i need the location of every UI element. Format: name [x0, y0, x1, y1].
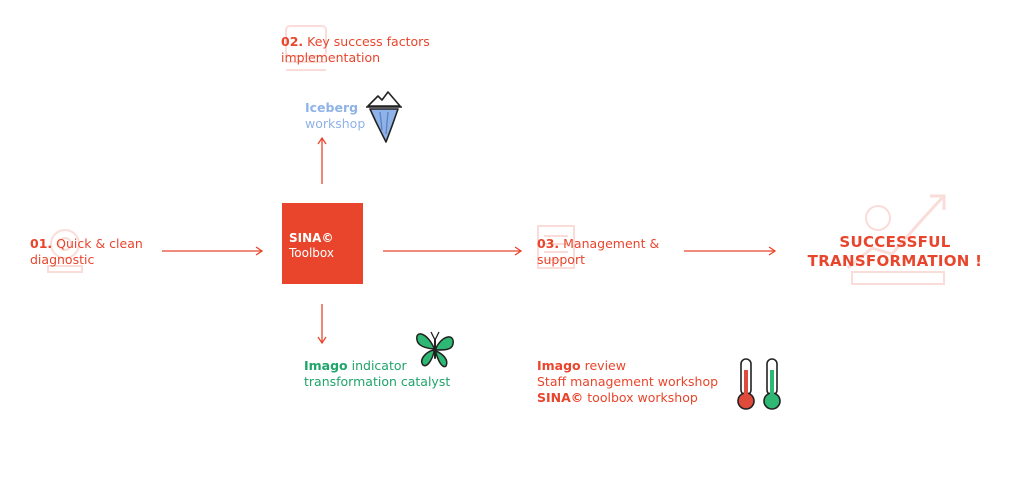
management-icon — [537, 225, 575, 269]
sina-box-subtitle: Toolbox — [289, 246, 334, 260]
arrowhead — [514, 246, 523, 256]
step-title-line2: diagnostic — [30, 252, 95, 267]
step-number: 03. — [537, 236, 560, 251]
review-line2: Staff management workshop — [537, 374, 719, 389]
step-title: Quick & clean — [56, 236, 143, 251]
iceberg-bold: Iceberg — [305, 100, 359, 115]
step-number: 02. — [281, 34, 304, 49]
imago-bold: Imago — [304, 358, 348, 373]
step-02-label: 02. Key success factors implementation — [281, 34, 430, 66]
review-rest3: toolbox workshop — [583, 390, 698, 405]
arrowhead — [317, 336, 327, 345]
step-number: 01. — [30, 236, 53, 251]
iceberg-rest: workshop — [305, 116, 366, 131]
result-line1: SUCCESSFUL — [839, 233, 951, 251]
gear-hand-icon — [47, 229, 83, 273]
step-01-label: 01. Quick & clean diagnostic — [30, 236, 143, 268]
review-workshops-label: Imago review Staff management workshop S… — [537, 358, 718, 406]
review-bold: Imago — [537, 358, 581, 373]
step-title: Management & — [563, 236, 660, 251]
growth-chart-icon — [847, 194, 946, 285]
result-label: SUCCESSFUL TRANSFORMATION ! — [790, 233, 1000, 271]
sina-toolbox-box: SINA© Toolbox — [282, 203, 363, 284]
arrowhead — [768, 246, 777, 256]
imago-indicator-label: Imago indicator transformation catalyst — [304, 358, 450, 390]
step-title: Key success factors — [307, 34, 430, 49]
thermometer-icon — [737, 358, 781, 410]
review-bold3: SINA© — [537, 390, 584, 405]
arrowhead — [317, 136, 327, 145]
review-rest: review — [580, 358, 626, 373]
step-03-label: 03. Management & support — [537, 236, 659, 268]
step-title-line2: support — [537, 252, 585, 267]
sina-box-title: SINA© — [289, 231, 334, 245]
arrowhead — [255, 246, 264, 256]
butterfly-icon — [416, 331, 454, 368]
imago-rest: indicator — [347, 358, 407, 373]
iceberg-workshop-label: Iceberg workshop — [305, 100, 365, 132]
key-factors-icon — [285, 25, 327, 71]
imago-line2: transformation catalyst — [304, 374, 451, 389]
result-line2: TRANSFORMATION ! — [807, 252, 983, 270]
step-title-line2: implementation — [281, 50, 381, 65]
iceberg-icon — [366, 91, 402, 143]
